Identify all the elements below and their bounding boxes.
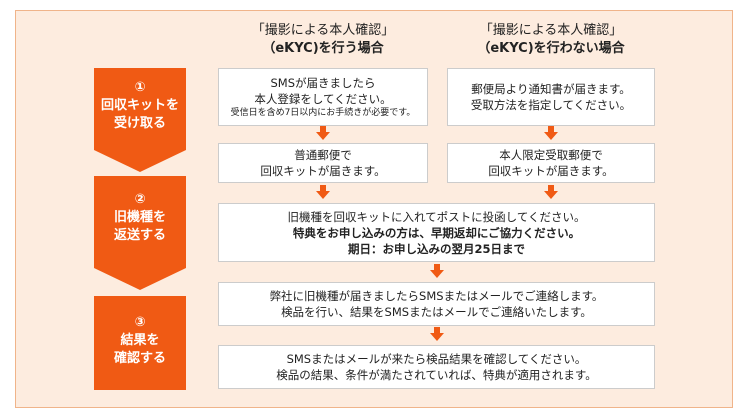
box-regular-mail-line2: 回収キットが届きます。 <box>260 164 386 178</box>
box-restricted-mail-line2: 回収キットが届きます。 <box>488 164 614 178</box>
box-return-deadline: 期日：お申し込みの翌月25日まで <box>347 241 525 256</box>
arrow-down-center-2 <box>430 327 444 341</box>
step-3-label: ③ 結果を 確認する <box>94 296 186 390</box>
box-post-line1: 郵便局より通知書が届きます。 <box>471 82 631 96</box>
header-with-ekyc-line2: （eKYC)を行う場合 <box>262 41 384 56</box>
box-post-line2: 受取方法を指定してください。 <box>470 98 632 112</box>
arrow-down-left-2 <box>316 185 330 199</box>
box-result-line2: 検品の結果、条件が満たされていれば、特典が適用されます。 <box>276 368 597 382</box>
box-arrival-line2: 検品を行い、結果をSMSまたはメールでご連絡いたします。 <box>281 305 592 319</box>
box-regular-mail: 普通郵便で 回収キットが届きます。 <box>218 143 428 183</box>
arrow-down-right-1 <box>544 126 558 140</box>
arrow-down-right-2 <box>544 185 558 199</box>
box-check-result: SMSまたはメールが来たら検品結果を確認してください。 検品の結果、条件が満たさ… <box>218 345 655 389</box>
step-1-label: ① 回収キットを 受け取る <box>94 68 186 150</box>
step-3-title-line1: 結果を <box>120 333 160 348</box>
step-2-number: ② <box>134 192 146 207</box>
header-without-ekyc-line1: 「撮影による本人確認」 <box>479 23 623 38</box>
step-2-label: ② 旧機種を 返送する <box>94 176 186 268</box>
step-1-title-line1: 回収キットを <box>100 98 179 113</box>
box-result-line1: SMSまたはメールが来たら検品結果を確認してください。 <box>286 352 587 366</box>
step-1-arrow-shape <box>94 150 186 172</box>
arrow-down-left-1 <box>316 126 330 140</box>
header-without-ekyc: 「撮影による本人確認」 （eKYC)を行わない場合 <box>445 22 657 58</box>
box-restricted-mail: 本人限定受取郵便で 回収キットが届きます。 <box>447 143 655 183</box>
step-2-title-line2: 返送する <box>113 228 166 243</box>
box-device-arrival: 弊社に旧機種が届きましたらSMSまたはメールでご連絡します。 検品を行い、結果を… <box>218 282 655 326</box>
box-return-device: 旧機種を回収キットに入れてポストに投函してください。 特典をお申し込みの方は、早… <box>218 203 655 262</box>
box-sms-line1: SMSが届きましたら <box>270 75 376 90</box>
box-sms-registration: SMSが届きましたら 本人登録をしてください。 受信日を含め7日以内にお手続きが… <box>218 68 428 126</box>
box-return-line2: 特典をお申し込みの方は、早期返却にご協力ください。 <box>292 225 581 240</box>
box-sms-line2: 本人登録をしてください。 <box>254 91 392 106</box>
step-2-arrow-shape <box>94 268 186 290</box>
arrow-down-center-1 <box>430 264 444 278</box>
box-return-line1: 旧機種を回収キットに入れてポストに投函してください。 <box>287 209 586 224</box>
box-post-notice: 郵便局より通知書が届きます。 受取方法を指定してください。 <box>447 68 655 126</box>
header-without-ekyc-line2: （eKYC)を行わない場合 <box>477 41 625 56</box>
box-restricted-mail-line1: 本人限定受取郵便で <box>499 148 603 162</box>
box-arrival-line1: 弊社に旧機種が届きましたらSMSまたはメールでご連絡します。 <box>269 289 604 303</box>
step-1-number: ① <box>134 80 146 95</box>
header-with-ekyc-line1: 「撮影による本人確認」 <box>251 23 395 38</box>
step-3-title-line2: 確認する <box>113 351 166 366</box>
header-with-ekyc: 「撮影による本人確認」 （eKYC)を行う場合 <box>218 22 428 58</box>
box-regular-mail-line1: 普通郵便で <box>294 148 352 162</box>
step-3-number: ③ <box>134 315 146 330</box>
step-1-title-line2: 受け取る <box>113 116 166 131</box>
step-2-title-line1: 旧機種を <box>113 210 166 225</box>
box-sms-note: 受信日を含め7日以内にお手続きが必要です。 <box>230 107 416 118</box>
